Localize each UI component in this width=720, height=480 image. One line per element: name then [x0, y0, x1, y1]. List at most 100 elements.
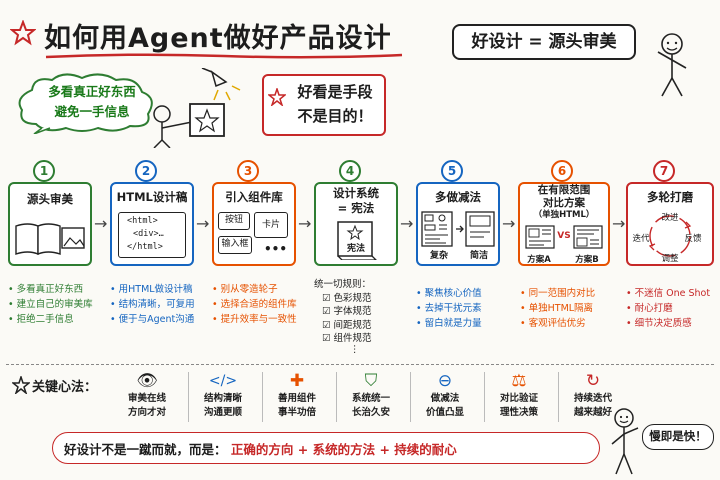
step-4-title-line-1: 设计系统	[333, 186, 379, 200]
step-5-bullet-2: 去掉干扰元素	[416, 301, 516, 316]
step-6-title-line-1: 在有限范围	[537, 184, 591, 196]
rule-1-text: 色彩规范	[333, 292, 372, 304]
mindset-item-3: ✚ 善用组件 事半功倍	[264, 370, 330, 420]
cycle-adjust: 调整	[661, 254, 679, 264]
refresh-icon: ↻	[585, 371, 601, 391]
step-2-bullet-2: 结构清晰，可复用	[110, 297, 214, 312]
mindset-sep-3	[336, 372, 337, 422]
component-button: 按钮	[218, 212, 250, 230]
step-2-bullet-1: 用HTML做设计稿	[110, 282, 214, 297]
mindset-item-6: ⚖ 对比验证 理性决策	[486, 370, 552, 420]
callout-text: 好看是手段 不是目的！	[286, 80, 384, 128]
cloud-text: 多看真正好东西 避免一手信息	[34, 82, 150, 122]
page-title: 如何用Agent做好产品设计	[44, 23, 392, 54]
step-3-bullet-1: 别从零造轮子	[212, 282, 316, 297]
mindset-sep-5	[484, 372, 485, 422]
code-line-2: <div>…	[133, 229, 164, 239]
step-3-number: 3	[237, 160, 259, 182]
summary-patience: 持续的耐心	[394, 442, 457, 457]
mindset-4-line-1: 系统统一	[351, 393, 390, 404]
code-window: <html> <div>… </html>	[118, 212, 186, 258]
step-5-bullets: 聚焦核心价值 去掉干扰元素 留白就是力量	[416, 286, 516, 331]
mindset-5-line-1: 做减法	[430, 393, 460, 404]
step-2-number: 2	[135, 160, 157, 182]
mindset-sep-4	[410, 372, 411, 422]
mindset-sep-2	[262, 372, 263, 422]
plan-a-label: 方案A	[527, 255, 551, 265]
code-icon: </>	[208, 373, 238, 389]
step-1-number: 1	[33, 160, 55, 182]
constitution-book-icon	[337, 221, 377, 260]
mindset-1-line-1: 审美在线	[127, 393, 166, 404]
mindset-3-line-1: 善用组件	[277, 393, 316, 404]
step-5-bullet-3: 留白就是力量	[416, 316, 516, 331]
step-5-bullet-1: 聚焦核心价值	[416, 286, 516, 301]
summary-text: 好设计不是一蹴而就，而是： 正确的方向 + 系统的方法 + 持续的耐心	[64, 439, 594, 458]
cycle-iterate: 迭代	[632, 234, 650, 244]
principle-box: 好设计 = 源头审美	[452, 24, 636, 60]
mindset-6-line-1: 对比验证	[499, 393, 538, 404]
step-4-title: 设计系统 = 宪法	[314, 186, 398, 216]
minus-circle-icon: ⊖	[437, 371, 453, 391]
rule-3-text: 间距规范	[333, 319, 372, 331]
step-6-bullet-1: 同一范围内对比	[520, 286, 620, 301]
puzzle-icon: ✚	[289, 371, 305, 391]
step-7-bullet-1: 不迷信 One Shot	[626, 286, 718, 301]
vs-label: VS	[557, 231, 571, 241]
step-2-bullet-3: 便于与Agent沟通	[110, 312, 214, 327]
figure-holding-picture	[153, 68, 241, 148]
step-4-title-line-2: = 宪法	[337, 201, 375, 215]
step-6-title-line-3: （单独HTML）	[533, 210, 595, 220]
step-6-title-line-2: 对比方案	[543, 197, 585, 209]
mindset-item-5: ⊖ 做减法 价值凸显	[412, 370, 478, 420]
cloud-bubble	[18, 73, 153, 134]
book-and-picture-icon	[15, 223, 85, 256]
summary-prefix: 好设计不是一蹴而就，而是：	[64, 442, 227, 457]
step-7-number: 7	[653, 160, 675, 182]
rules-more-icon: ⋮	[350, 343, 360, 355]
rule-4-text: 组件规范	[333, 333, 372, 344]
callout-star-icon	[268, 88, 286, 106]
step-2-title: HTML设计稿	[116, 190, 188, 204]
arrow-1-2: →	[94, 214, 108, 233]
step-3-bullet-2: 选择合适的组件库	[212, 297, 316, 312]
step-1-bullet-2: 建立自己的审美库	[8, 297, 108, 312]
mindset-sep-6	[558, 372, 559, 422]
step-2-bullets: 用HTML做设计稿 结构清晰，可复用 便于与Agent沟通	[110, 282, 214, 327]
callout-line-1: 好看是手段	[297, 83, 373, 101]
rule-3: ☑ 间距规范	[322, 319, 372, 331]
mindset-7-line-2: 越来越好	[573, 407, 612, 418]
mindset-item-7: ↻ 持续迭代 越来越好	[560, 370, 626, 420]
cloud-line-2: 避免一手信息	[54, 104, 130, 119]
plan-b-label: 方案B	[575, 255, 599, 265]
mindset-5-line-2: 价值凸显	[425, 407, 464, 418]
code-line-1: <html>	[127, 216, 158, 226]
mindset-label: 关键心法：	[32, 380, 98, 395]
stick-figure-bottom	[611, 408, 639, 475]
step-1-bullet-1: 多看真正好东西	[8, 282, 108, 297]
iteration-cycle-icon	[648, 215, 692, 257]
summary-plus-1: +	[297, 442, 313, 457]
step-4-rules: 统一切规则： ☑ 色彩规范 ☑ 字体规范 ☑ 间距规范 ☑ 组件规范 ⋮	[314, 278, 414, 354]
summary-bar	[52, 432, 600, 464]
cycle-improve: 改进	[661, 213, 679, 223]
mindset-sep-1	[188, 372, 189, 422]
step-6-bullet-2: 单独HTML隔离	[520, 301, 620, 316]
complex-label: 复杂	[429, 251, 448, 261]
rules-title: 统一切规则：	[314, 279, 372, 290]
code-line-3: </html>	[127, 242, 163, 252]
scale-icon: ⚖	[511, 371, 527, 391]
step-1-bullets: 多看真正好东西 建立自己的审美库 拒绝二手信息	[8, 282, 108, 327]
step-7-title: 多轮打磨	[647, 190, 693, 204]
mindset-divider	[6, 364, 714, 428]
mindset-6-line-2: 理性决策	[499, 407, 538, 418]
arrow-3-4: →	[298, 214, 312, 233]
summary-plus-2: +	[379, 442, 395, 457]
step-5-number: 5	[441, 160, 463, 182]
step-1-bullet-3: 拒绝二手信息	[8, 312, 108, 327]
mindset-1-line-2: 方向才对	[127, 407, 166, 418]
mindset-item-4: ⛉ 系统统一 长治久安	[338, 370, 404, 420]
mindset-star-icon	[12, 376, 30, 394]
mindset-7-line-1: 持续迭代	[573, 393, 612, 404]
step-5-title: 多做减法	[435, 190, 481, 204]
